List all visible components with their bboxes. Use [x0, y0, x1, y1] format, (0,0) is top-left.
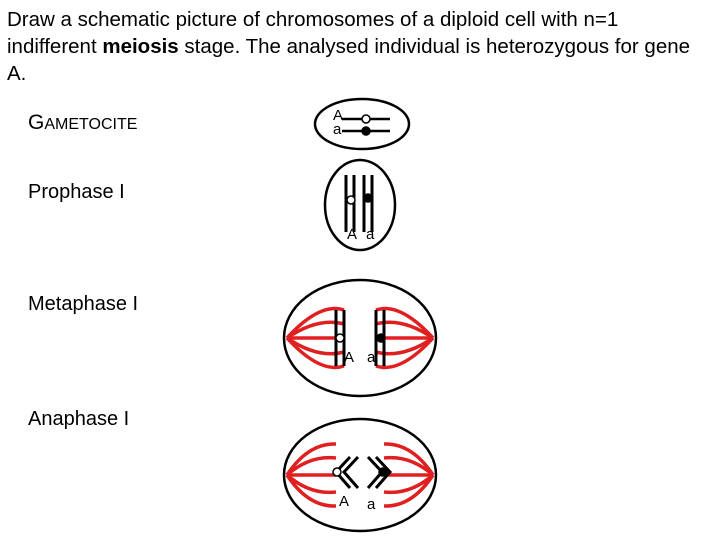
allele-label-a: a	[333, 121, 342, 138]
stage-label-gametocite-rest: AMETOCITE	[44, 116, 138, 133]
question-text-part2: stage. The analysed individual is hetero…	[7, 35, 691, 85]
gametocite-cell: A a	[313, 97, 411, 151]
metaphase-cell-outline	[282, 278, 438, 398]
stage-label-prophase: Prophase I	[28, 181, 125, 203]
allele-label-a: a	[367, 349, 376, 366]
allele-label-A: A	[347, 226, 357, 243]
chromatid-A-inner	[341, 455, 360, 489]
allele-label-a: a	[366, 226, 375, 243]
allele-label-A: A	[344, 349, 354, 366]
metaphase-cell: A a	[282, 278, 438, 398]
stage-label-metaphase: Metaphase I	[28, 293, 139, 315]
spindle-fiber	[375, 306, 435, 340]
question-text: Draw a schematic picture of chromosomes …	[7, 6, 707, 87]
question-text-part1: Draw a schematic picture of chromosomes …	[7, 8, 619, 58]
spindle-fiber	[383, 455, 435, 477]
chromatid-a-outer	[374, 455, 393, 489]
centromere-open	[346, 195, 356, 205]
centromere-filled	[378, 467, 388, 477]
centromere-filled	[376, 333, 386, 343]
spindle-fibers	[285, 306, 435, 370]
stage-label-anaphase: Anaphase I	[28, 408, 130, 430]
centromere-open	[332, 467, 342, 477]
spindle-fiber	[375, 320, 434, 340]
allele-label-A: A	[339, 493, 349, 510]
allele-label-A: A	[333, 107, 343, 124]
allele-label-a: a	[367, 496, 376, 513]
centromere-open	[361, 114, 371, 124]
anaphase-cell-outline	[282, 417, 438, 533]
anaphase-cell: A a	[282, 417, 438, 533]
spindle-fiber	[285, 306, 345, 340]
spindle-fibers	[285, 442, 435, 508]
spindle-fiber	[285, 474, 337, 508]
prophase-cell-outline	[323, 158, 397, 252]
centromere-open	[335, 333, 345, 343]
prophase-cell: A a	[323, 158, 397, 252]
spindle-fiber	[285, 455, 337, 477]
centromere-filled	[363, 193, 373, 203]
question-bold-term: meiosis	[102, 35, 179, 58]
spindle-fiber	[286, 320, 345, 340]
spindle-fiber	[383, 474, 435, 508]
gametocite-cell-outline	[313, 97, 411, 151]
stage-label-gametocite: GAMETOCITE	[28, 111, 137, 135]
stage-label-gametocite-initial: G	[28, 111, 45, 134]
spindle-fiber	[285, 336, 345, 370]
spindle-fiber	[375, 336, 435, 370]
centromere-filled	[361, 126, 371, 136]
